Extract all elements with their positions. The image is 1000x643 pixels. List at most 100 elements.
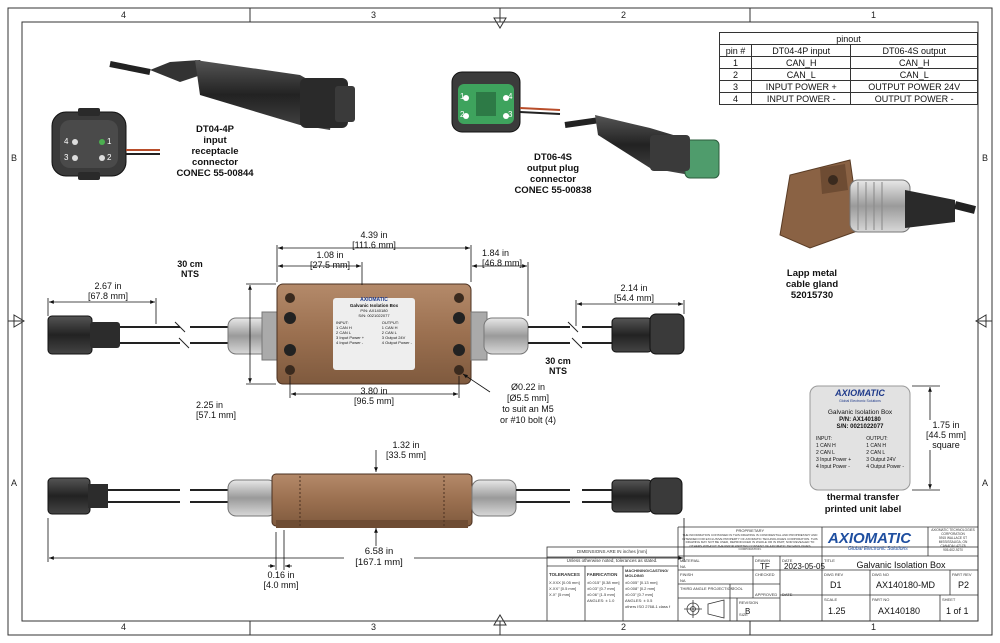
scale-value: 1.25 (828, 606, 846, 616)
dt04-caption: DT04-4P input receptacle connector CONEC… (170, 124, 260, 179)
zone-top-3: 3 (371, 10, 377, 20)
dim-value: 2.67 in (94, 281, 122, 291)
dt04-pin-label: 3 (64, 153, 69, 162)
pinout-header: pin # (718, 44, 753, 57)
dim-value: [54.4 mm] (613, 293, 654, 303)
pin-number: 1 (718, 56, 753, 69)
machining-line: ±0.005" [0.13 mm] (625, 580, 658, 585)
dim-hole-diameter: Ø0.22 in [Ø5.5 mm] to suit an M5 or #10 … (488, 382, 568, 426)
dt06-face-view (451, 71, 561, 133)
label-line: 1 CAN H (816, 442, 836, 449)
dim-value: NTS (549, 366, 567, 376)
proprietary-head: PROPRIETARY (735, 528, 765, 533)
zone-top-4: 4 (121, 10, 127, 20)
dt04-pin-label: 2 (107, 153, 112, 162)
part-rev-label: PART REV (952, 572, 972, 577)
zone-bottom-1: 1 (871, 622, 877, 632)
pin-number: 4 (718, 92, 753, 105)
dim-value: [57.1 mm] (196, 410, 237, 420)
pin-number: 2 (718, 68, 753, 81)
dim-value: to suit an M5 (502, 404, 554, 414)
dt04-pin-label: 4 (64, 137, 69, 146)
dim-value: square (932, 440, 960, 450)
tolerances-head: TOLERANCES (549, 572, 580, 577)
label-sn: S/N: 0021022077 (836, 424, 884, 430)
zone-bottom-2: 2 (621, 622, 627, 632)
dim-value: 4.39 in (360, 230, 388, 240)
part-no-label: PART NO (872, 597, 890, 602)
part-no-value: AX140180 (878, 606, 921, 616)
zone-right-a: A (982, 478, 989, 488)
zone-bottom-3: 3 (371, 622, 377, 632)
caption-line: input (203, 135, 227, 146)
table-row: 1 CAN_H CAN_H (718, 56, 978, 69)
dim-thickness: 1.32 in [33.5 mm] (374, 440, 438, 460)
logo-mini: AXIOMATIC (360, 297, 388, 303)
pinout-header-row: pin # DT04-4P input DT06-4S output (718, 44, 978, 57)
axiomatic-tagline: Global Electronic Solutions (848, 546, 908, 552)
input-signal: INPUT POWER - (751, 92, 852, 105)
label-line: 4 Input Power - (816, 463, 850, 470)
dwg-no-value: AX140180-MD (876, 580, 936, 590)
dim-value: 1.84 in (482, 248, 510, 258)
gland-caption: Lapp metal cable gland 52015730 (770, 268, 854, 301)
approved-date-label: DATE (782, 592, 793, 597)
input-signal: CAN_H (751, 56, 852, 69)
axiomatic-logo: AXIOMATIC (828, 530, 912, 547)
date-label: DATE (782, 558, 793, 563)
pinout-header: DT06-4S output (850, 44, 978, 57)
dim-value: [67.8 mm] (87, 291, 128, 301)
label-output-head: OUTPUT: (866, 435, 888, 442)
caption-line: cable gland (785, 279, 839, 290)
zone-top-2: 2 (621, 10, 627, 20)
fabrication-line: ±0.06" [1.5 mm] (587, 592, 616, 597)
company-address: AXIOMATIC TECHNOLOGIES CORPORATION 5915 … (929, 528, 977, 552)
label-output-head: OUTPUT: (381, 320, 399, 325)
revision-value: B (745, 607, 751, 616)
label-line: 4 Output Power - (381, 340, 412, 345)
dim-value: [167.1 mm] (355, 557, 403, 568)
dt06-pin-label: 3 (508, 110, 513, 119)
dim-value: [Ø5.5 mm] (506, 393, 549, 403)
logo-label: AXIOMATIC (835, 388, 885, 398)
label-title: Galvanic Isolation Box (349, 303, 399, 308)
label-line: 3 Input Power + (336, 335, 365, 340)
finish-value: NA (680, 578, 686, 583)
caption-line: Lapp metal (786, 268, 838, 279)
projection-label: THIRD ANGLE PROJECTION (680, 586, 734, 591)
dt04-connector-photo (109, 60, 355, 130)
label-line: 2 CAN L (816, 449, 835, 456)
dt06-connector-photo (564, 115, 720, 179)
output-signal: OUTPUT POWER - (850, 92, 978, 105)
unit-label-caption: thermal transfer printed unit label (808, 492, 918, 516)
side-view-assembly (47, 473, 683, 528)
fabrication-head: FABRICATION (587, 572, 618, 577)
dim-value: [33.5 mm] (385, 450, 426, 460)
machining-line: ±0.008" [0.2 mm] (625, 586, 656, 591)
label-line: 2 CAN L (336, 330, 352, 335)
label-title: Galvanic Isolation Box (827, 409, 893, 416)
fabrication-list: ±0.015" [0.38 mm] ±0.03" [0.7 mm] ±0.06"… (587, 580, 620, 604)
address-line: CANADA L4Z1Z8 (940, 544, 966, 548)
dim-label-size: 1.75 in [44.5 mm] square (916, 420, 976, 450)
tagline-label: Global Electronic Solutions (839, 398, 881, 403)
dt06-pin-label: 1 (460, 92, 465, 101)
dim-value: or #10 bolt (4) (499, 415, 557, 425)
machining-line: ANGLES: ± 0.5 (625, 598, 653, 603)
dim-value: 3.80 in (360, 386, 388, 396)
dt04-face-view (51, 108, 160, 180)
label-input-head: INPUT: (336, 320, 349, 325)
dt06-pin-label: 4 (508, 92, 513, 101)
caption-line: DT06-4S (533, 152, 572, 163)
sheet-label: SHEET (942, 597, 956, 602)
label-line: 3 Output 24V (866, 456, 896, 463)
label-pn: P/N: AX140180 (360, 308, 388, 313)
caption-line: connector (192, 157, 238, 168)
address-line: 905-602-9270 (943, 548, 963, 552)
label-line: 4 Input Power - (336, 340, 364, 345)
title-block-grid (546, 526, 979, 622)
tolerance-line: X.XX" [0.5 mm] (549, 586, 577, 591)
fabrication-line: ±0.015" [0.38 mm] (587, 580, 620, 585)
dim-value: [46.8 mm] (482, 258, 523, 268)
